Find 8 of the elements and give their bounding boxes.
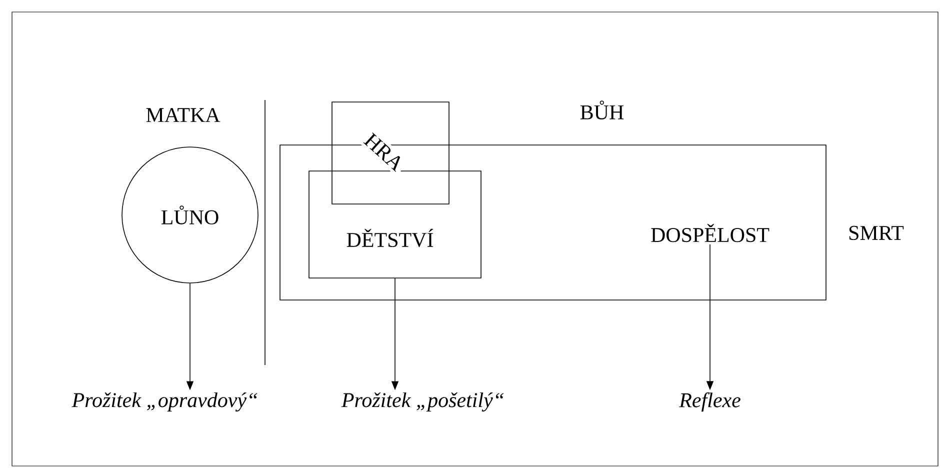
experience-label: Prožitek „opravdový“ <box>72 392 258 412</box>
experience-label: Prožitek „pošetilý“ <box>341 392 504 412</box>
node-label: BŮH <box>580 100 624 120</box>
stage-box: DĚTSTVÍ <box>308 170 482 278</box>
stage-label: MATKA <box>146 108 220 122</box>
stage-label: DOSPĚLOST <box>651 224 770 242</box>
stage-label: SMRT <box>849 226 904 240</box>
experience-label: Reflexe <box>679 392 740 412</box>
